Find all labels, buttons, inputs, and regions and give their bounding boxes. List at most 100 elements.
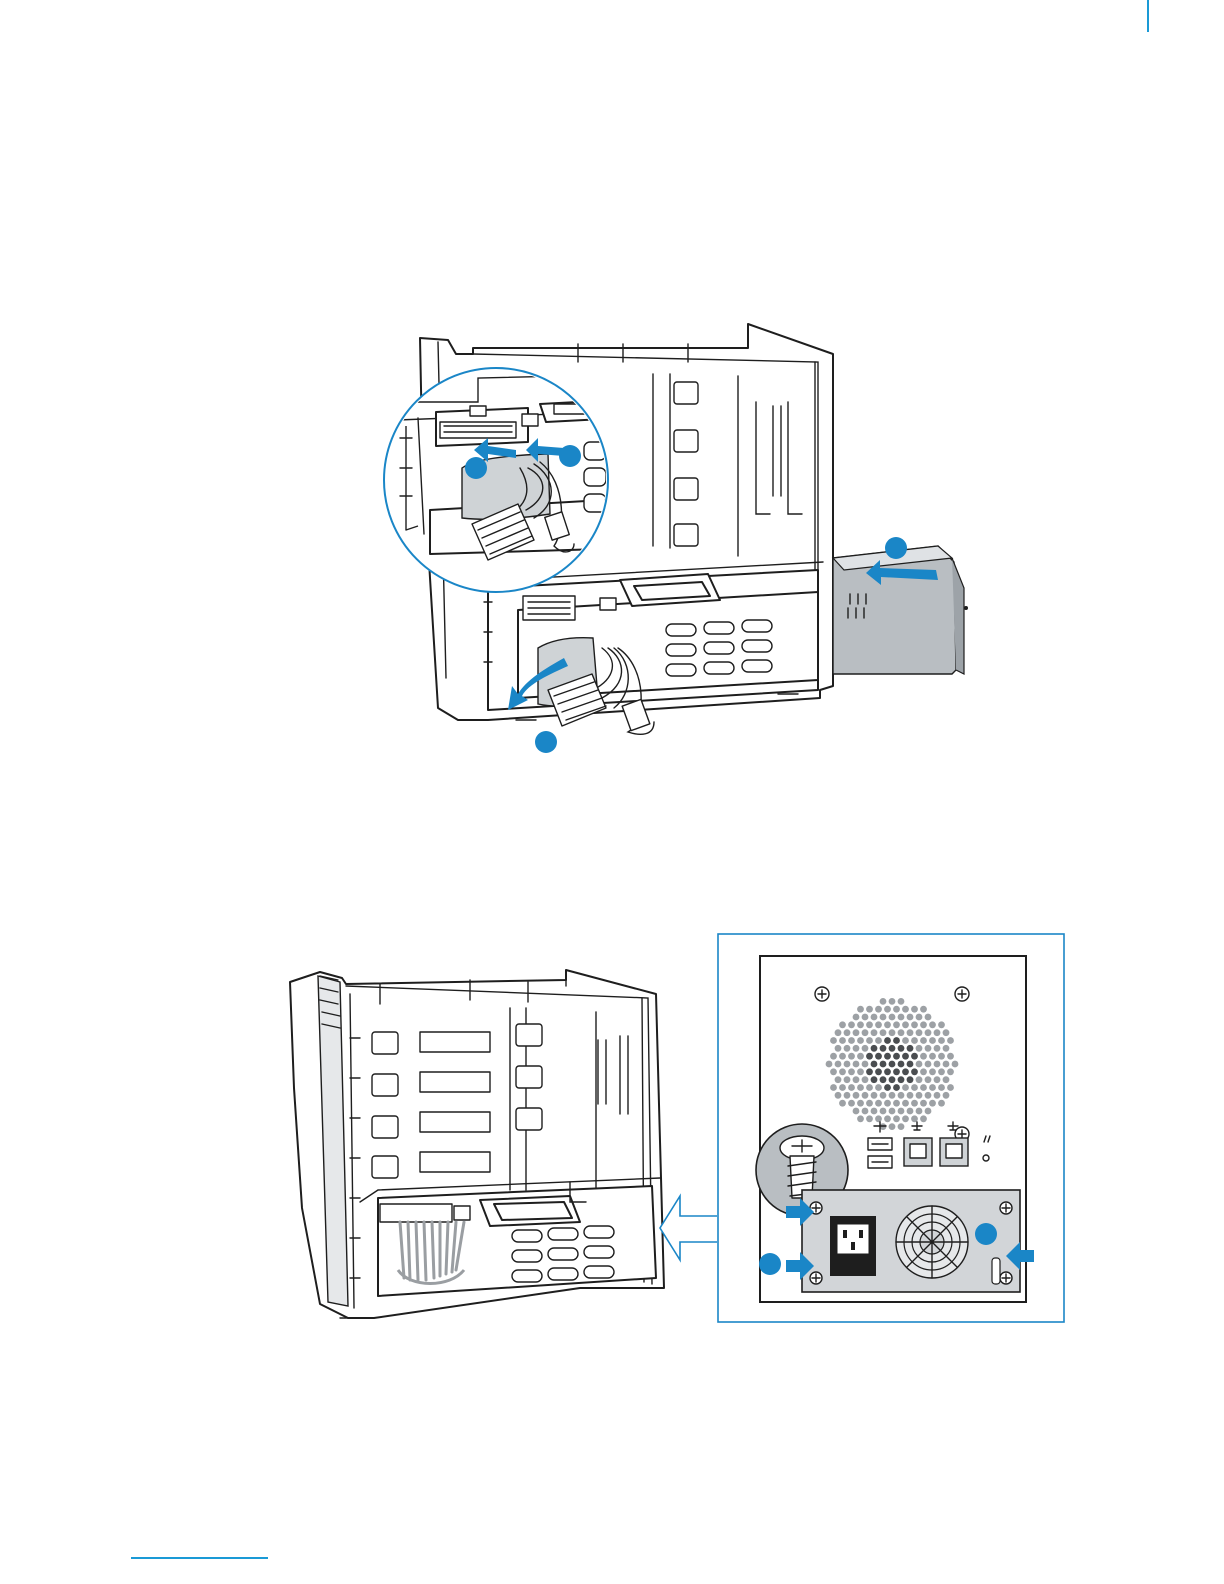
callout-circle [975, 1223, 997, 1245]
grille-hole [875, 1021, 882, 1028]
figure-psu-cable-disconnect [378, 318, 978, 768]
grille-hole [902, 1115, 909, 1122]
grille-hole [862, 1014, 869, 1021]
grille-hole [943, 1076, 950, 1083]
grille-hole [862, 1061, 869, 1068]
grille-hole [871, 1092, 878, 1099]
grille-hole [857, 1021, 864, 1028]
grille-hole [893, 1084, 900, 1091]
grille-hole [835, 1061, 842, 1068]
top-margin-rule [1147, 0, 1149, 32]
grille-hole [857, 1084, 864, 1091]
grille-hole [947, 1053, 954, 1060]
grille-hole [920, 1068, 927, 1075]
grille-hole [902, 1084, 909, 1091]
grille-hole [862, 1108, 869, 1115]
grille-hole [875, 1068, 882, 1075]
grille-hole [943, 1092, 950, 1099]
grille-hole [884, 1021, 891, 1028]
grille-hole [857, 1115, 864, 1122]
grille-hole [898, 1123, 905, 1130]
grille-hole [934, 1092, 941, 1099]
grille-hole [920, 1006, 927, 1013]
power-supply-icon [833, 546, 968, 674]
grille-hole [857, 1053, 864, 1060]
grille-hole [920, 1021, 927, 1028]
grille-hole [925, 1108, 932, 1115]
grille-hole [916, 1108, 923, 1115]
grille-hole [938, 1053, 945, 1060]
grille-hole [947, 1037, 954, 1044]
grille-hole [875, 1100, 882, 1107]
grille-hole [844, 1092, 851, 1099]
grille-hole [889, 1123, 896, 1130]
grille-hole [884, 1115, 891, 1122]
grille-hole [875, 1053, 882, 1060]
grille-hole [884, 1053, 891, 1060]
grille-hole [880, 1092, 887, 1099]
grille-hole [844, 1045, 851, 1052]
grille-hole [916, 1076, 923, 1083]
grille-hole [866, 1006, 873, 1013]
grille-hole [835, 1076, 842, 1083]
grille-hole [889, 1092, 896, 1099]
grille-hole [884, 1006, 891, 1013]
grille-hole [866, 1021, 873, 1028]
grille-hole [880, 1061, 887, 1068]
grille-hole [938, 1037, 945, 1044]
grille-hole [853, 1092, 860, 1099]
grille-hole [943, 1029, 950, 1036]
grille-hole [857, 1006, 864, 1013]
grille-hole [893, 1021, 900, 1028]
grille-hole [866, 1115, 873, 1122]
grille-hole [884, 1084, 891, 1091]
grille-hole [880, 1014, 887, 1021]
tray-vents [666, 620, 772, 676]
grille-hole [862, 1076, 869, 1083]
grille-hole [875, 1006, 882, 1013]
grille-hole [911, 1084, 918, 1091]
grille-hole [853, 1014, 860, 1021]
grille-hole [907, 1076, 914, 1083]
grille-hole [920, 1053, 927, 1060]
grille-hole [938, 1100, 945, 1107]
grille-hole [889, 1076, 896, 1083]
grille-hole [893, 1053, 900, 1060]
grille-hole [911, 1068, 918, 1075]
grille-hole [893, 1037, 900, 1044]
grille-hole [848, 1100, 855, 1107]
grille-hole [893, 1068, 900, 1075]
grille-hole [934, 1061, 941, 1068]
grille-hole [848, 1021, 855, 1028]
grille-hole [911, 1006, 918, 1013]
grille-hole [889, 1108, 896, 1115]
grille-hole [835, 1045, 842, 1052]
grille-hole [884, 1068, 891, 1075]
grille-hole [880, 1076, 887, 1083]
grille-hole [920, 1084, 927, 1091]
grille-hole [920, 1100, 927, 1107]
grille-hole [848, 1053, 855, 1060]
grille-hole [947, 1068, 954, 1075]
grille-hole [902, 1037, 909, 1044]
callout-circle [885, 537, 907, 559]
chassis-outline [290, 970, 664, 1318]
grille-hole [916, 1045, 923, 1052]
grille-hole [898, 1076, 905, 1083]
callout-circle [759, 1253, 781, 1275]
grille-hole [835, 1092, 842, 1099]
grille-hole [934, 1045, 941, 1052]
grille-hole [916, 1029, 923, 1036]
grille-hole [929, 1053, 936, 1060]
grille-hole [916, 1014, 923, 1021]
grille-hole [911, 1053, 918, 1060]
grille-hole [911, 1021, 918, 1028]
grille-hole [943, 1061, 950, 1068]
grille-hole [898, 1061, 905, 1068]
grille-hole [925, 1076, 932, 1083]
grille-hole [830, 1084, 837, 1091]
grille-hole [898, 1108, 905, 1115]
grille-hole [839, 1037, 846, 1044]
psu-cable-disconnect-illustration [378, 318, 978, 768]
grille-hole [857, 1068, 864, 1075]
